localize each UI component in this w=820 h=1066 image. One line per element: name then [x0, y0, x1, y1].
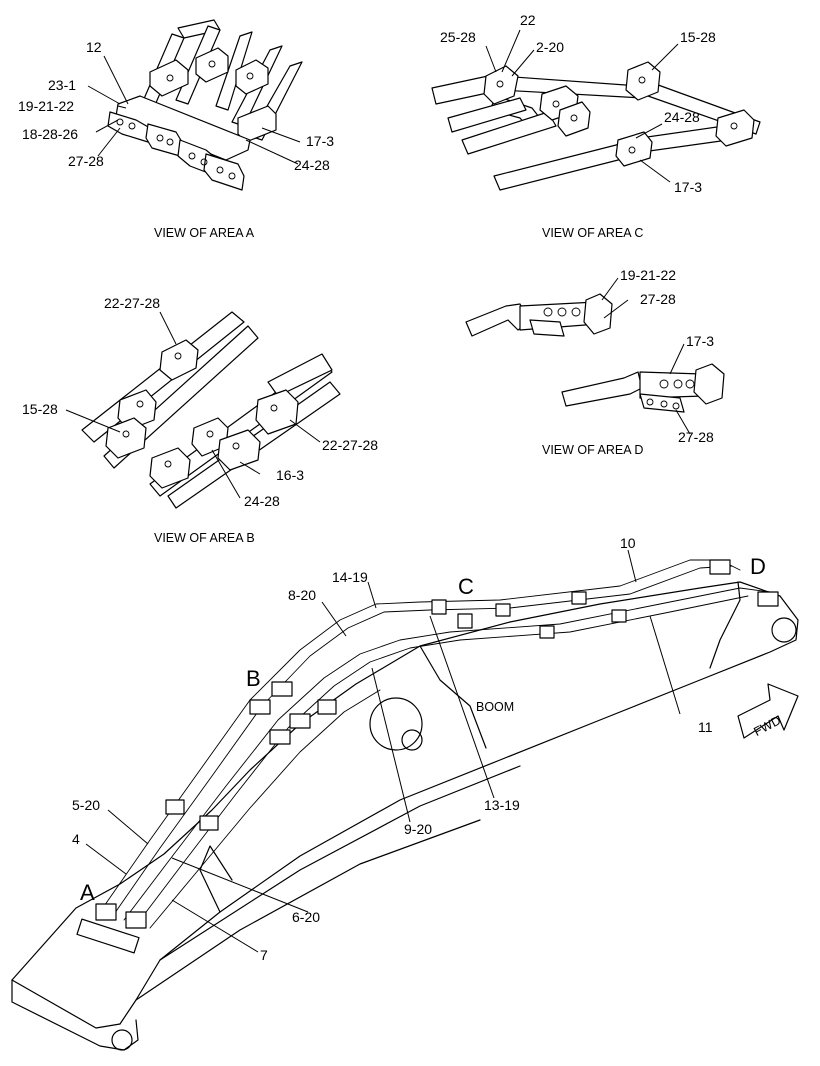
callout-17-3: 17-3	[306, 133, 334, 149]
callout-16-3: 16-3	[276, 467, 304, 483]
callout-7: 7	[260, 947, 268, 963]
view-area-a	[87, 19, 303, 191]
area-letter-c: C	[458, 574, 474, 599]
area-letter-a: A	[80, 880, 95, 905]
callout-19-21-22: 19-21-22	[18, 98, 74, 114]
callout-9-20: 9-20	[404, 821, 432, 837]
fwd-label: FWD	[751, 713, 783, 739]
callout-18-28-26: 18-28-26	[22, 126, 78, 142]
boom-assembly	[11, 549, 799, 1051]
callout-5-20: 5-20	[72, 797, 100, 813]
callout-27-28: 27-28	[68, 153, 104, 169]
callout-25-28: 25-28	[440, 29, 476, 45]
callout-23-1: 23-1	[48, 77, 76, 93]
view-area-d	[465, 277, 725, 435]
callout-17-3: 17-3	[686, 333, 714, 349]
callout-15-28: 15-28	[680, 29, 716, 45]
callout-13-19: 13-19	[484, 797, 520, 813]
area-letter-b: B	[246, 666, 261, 691]
area-letter-d: D	[750, 554, 766, 579]
callout-22: 22	[520, 12, 536, 28]
caption-view-area-c: VIEW OF AREA C	[542, 226, 643, 240]
view-area-b	[65, 311, 341, 509]
callout-19-21-22: 19-21-22	[620, 267, 676, 283]
callout-27-28: 27-28	[678, 429, 714, 445]
callout-24-28: 24-28	[244, 493, 280, 509]
callout-24-28: 24-28	[294, 157, 330, 173]
caption-view-area-b: VIEW OF AREA B	[154, 531, 255, 545]
callout-10: 10	[620, 535, 636, 551]
callout-27-28: 27-28	[640, 291, 676, 307]
boom-label: BOOM	[476, 700, 514, 714]
callout-4: 4	[72, 831, 80, 847]
callout-15-28: 15-28	[22, 401, 58, 417]
callout-22-27-28: 22-27-28	[104, 295, 160, 311]
callout-6-20: 6-20	[292, 909, 320, 925]
callout-8-20: 8-20	[288, 587, 316, 603]
callout-22-27-28: 22-27-28	[322, 437, 378, 453]
callout-14-19: 14-19	[332, 569, 368, 585]
callout-17-3: 17-3	[674, 179, 702, 195]
callout-24-28: 24-28	[664, 109, 700, 125]
callout-11: 11	[698, 719, 713, 735]
callout-2-20: 2-20	[536, 39, 564, 55]
caption-view-area-d: VIEW OF AREA D	[542, 443, 643, 457]
caption-view-area-a: VIEW OF AREA A	[154, 226, 255, 240]
view-area-c	[431, 29, 761, 191]
callout-12: 12	[86, 39, 102, 55]
